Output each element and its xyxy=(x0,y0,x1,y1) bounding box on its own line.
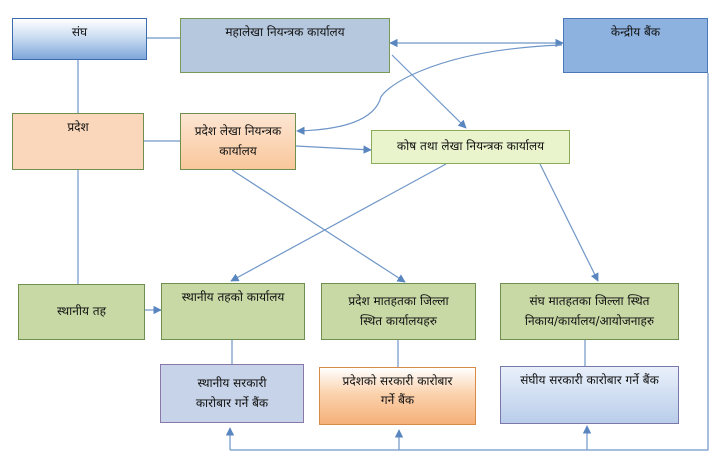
label-pradesh-jilla: प्रदेश मातहतका जिल्ला स्थित कार्यालयहरु xyxy=(348,294,449,328)
box-sangh: संघ xyxy=(12,18,147,60)
box-sangh-bank: संघीय सरकारी कारोबार गर्ने बैंक xyxy=(500,366,679,424)
label-sangh: संघ xyxy=(71,25,88,39)
box-kosh: कोष तथा लेखा नियन्त्रक कार्यालय xyxy=(371,130,570,164)
box-sthaniya-tah: स्थानीय तह xyxy=(18,284,145,340)
box-sthaniya-bank: स्थानीय सरकारी कारोबार गर्ने बैंक xyxy=(160,364,304,423)
box-pradesh-lekha: प्रदेश लेखा नियन्त्रक कार्यालय xyxy=(180,113,296,170)
box-kendriya-bank: केन्द्रीय बैंक xyxy=(563,18,708,73)
label-sthaniya-bank: स्थानीय सरकारी कारोबार गर्ने बैंक xyxy=(195,376,269,410)
line-kendriya-bottom-loop xyxy=(230,73,709,451)
box-pradesh-bank: प्रदेशको सरकारी कारोबार गर्ने बैंक xyxy=(319,367,476,425)
label-sthaniya-tah: स्थानीय तह xyxy=(57,304,106,319)
label-kosh: कोष तथा लेखा नियन्त्रक कार्यालय xyxy=(396,139,545,154)
label-sangh-jilla: संघ मातहतका जिल्ला स्थित निकाय/कार्यालय/… xyxy=(524,294,655,328)
label-sangh-bank: संघीय सरकारी कारोबार गर्ने बैंक xyxy=(520,373,659,387)
label-pradesh-bank: प्रदेशको सरकारी कारोबार गर्ने बैंक xyxy=(342,374,453,408)
arrow-lekha-pradesh-jilla xyxy=(231,169,406,283)
box-pradesh: प्रदेश xyxy=(12,113,144,170)
label-mahalekha: महालेखा नियन्त्रक कार्यालय xyxy=(225,25,345,39)
arrow-kosh-sangh-jilla xyxy=(539,163,599,282)
box-mahalekha: महालेखा नियन्त्रक कार्यालय xyxy=(180,18,390,73)
arrow-lekha-kosh xyxy=(295,145,372,154)
label-kendriya-bank: केन्द्रीय बैंक xyxy=(610,25,661,39)
arrow-mahalekha-kosh xyxy=(391,54,467,129)
label-sthaniya-karyalaya: स्थानीय तहको कार्यालय xyxy=(181,290,285,304)
box-pradesh-jilla: प्रदेश मातहतका जिल्ला स्थित कार्यालयहरु xyxy=(321,283,476,340)
label-pradesh-lekha: प्रदेश लेखा नियन्त्रक कार्यालय xyxy=(194,124,282,158)
arrow-kosh-sthaniya-karyalaya xyxy=(230,163,447,282)
box-sthaniya-karyalaya: स्थानीय तहको कार्यालय xyxy=(161,283,305,340)
box-sangh-jilla: संघ मातहतका जिल्ला स्थित निकाय/कार्यालय/… xyxy=(500,283,679,340)
label-pradesh: प्रदेश xyxy=(67,120,89,134)
curve-kendriya-lekha xyxy=(296,44,563,135)
